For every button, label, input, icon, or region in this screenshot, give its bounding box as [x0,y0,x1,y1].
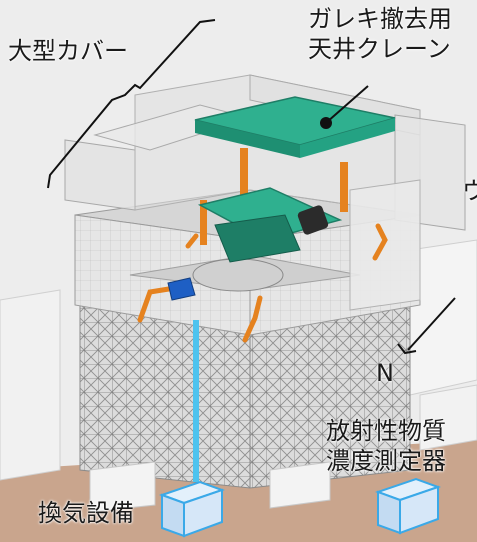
crane-marker-dot [320,117,332,129]
crane-label-line1: ガレキ撤去用 [308,5,452,33]
partial-cut-label: ウ [462,177,477,205]
robotic-arm [185,233,199,249]
orange-column [340,162,348,212]
north-arrow-shaft [407,297,456,351]
crane-leader-line [326,85,369,123]
orange-column [240,148,248,208]
north-label: N [376,359,394,387]
overhead-crane-side2 [300,118,395,158]
ventilation-equipment-box [158,480,226,538]
crane-label-line2: 天井クレーン [308,35,451,63]
robotic-arm [372,223,388,261]
bg-building-left [0,289,61,481]
blue-equipment [167,277,196,301]
overhead-crane-side [195,120,300,158]
cover-left-wall [64,139,136,211]
ventilation-duct [193,320,199,482]
base-block-left [89,461,156,513]
monitor-label-line1: 放射性物質 [326,417,446,445]
gripper-unit [297,205,329,235]
base-block-right [269,461,331,509]
robotic-arm [137,285,178,323]
large-cover-label: 大型カバー [8,37,128,65]
monitor-label-line2: 濃度測定器 [326,447,446,475]
debris-handler [214,214,301,263]
ventilation-label: 換気設備 [38,499,134,527]
reactor-well-lid [192,258,284,292]
radioactivity-monitor-box [374,477,442,535]
cover-bracket [47,19,216,189]
orange-column [200,200,207,245]
bg-building-right2 [419,384,477,451]
robotic-arm [242,295,263,343]
north-arrow-head [397,343,417,355]
